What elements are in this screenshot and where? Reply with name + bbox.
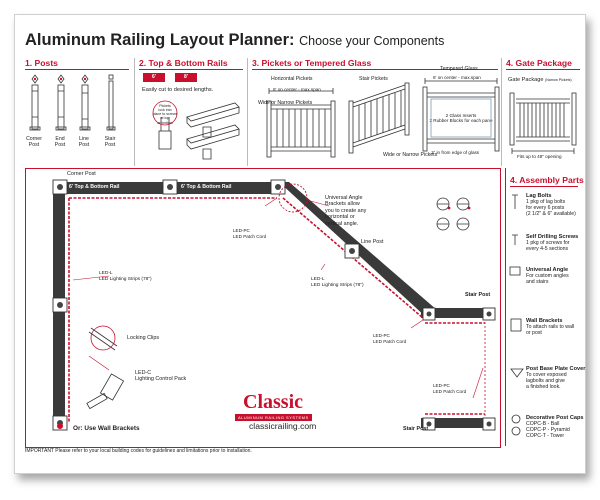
divider bbox=[247, 58, 248, 166]
led-pc-2-label: LED-PC LED Patch Cord bbox=[373, 333, 407, 344]
pickets-wide-narrow-2: Wide or Narrow Pickets bbox=[383, 152, 438, 158]
lag-bolts-title: Lag Bolts bbox=[526, 193, 552, 199]
footer-note: IMPORTANT Please refer to your local bui… bbox=[25, 448, 252, 454]
stair-post-bottom-label: Stair Post bbox=[403, 426, 429, 432]
assembly-icons bbox=[509, 194, 524, 436]
led-pc-1-label: LED-PC LED Patch Cord bbox=[233, 228, 267, 239]
post-caps-title: Decorative Post Caps bbox=[526, 415, 584, 421]
universal-angle-desc: For custom angles and stairs bbox=[526, 273, 569, 285]
section-assembly: 4. Assembly Parts bbox=[510, 175, 584, 185]
layout-frame bbox=[25, 168, 501, 448]
line-post-left-label: Line Post bbox=[47, 293, 53, 317]
gate-package-note: (Narrow Pickets) bbox=[545, 78, 572, 82]
rule-assembly bbox=[510, 186, 578, 187]
rail-left-1-label: 8' Top & Bottom Rail bbox=[47, 214, 53, 265]
line-post-diag-label: Line Post bbox=[361, 239, 384, 245]
post-stair-label: Stair Post bbox=[104, 136, 116, 148]
locking-clips-label: Locking Clips bbox=[127, 335, 160, 341]
page-title: Aluminum Railing Layout Planner: Choose … bbox=[25, 31, 444, 50]
gate-illustration bbox=[509, 92, 577, 154]
pickets-stair-label: Stair Pickets bbox=[359, 76, 388, 82]
universal-angle-title: Universal Angle bbox=[526, 267, 569, 273]
led-pc-3-label: LED-PC LED Patch Cord bbox=[433, 383, 467, 394]
section-rails: 2. Top & Bottom Rails bbox=[139, 58, 228, 68]
lag-bolt-icon bbox=[512, 194, 518, 209]
rule-posts bbox=[25, 69, 129, 70]
post-end-label: End Post bbox=[54, 136, 66, 148]
led-l-2-label: LED-L LED Lighting Strips (78") bbox=[311, 277, 364, 288]
rail-8ft-badge: 8' bbox=[175, 73, 197, 82]
gate-package-label: Gate Package (Narrow Pickets) bbox=[508, 77, 572, 83]
website-link: classicrailing.com bbox=[249, 421, 317, 431]
brand-tag: ALUMINUM RAILING SYSTEMS bbox=[235, 414, 312, 421]
pickets-illustration bbox=[266, 78, 500, 158]
gate-package-title: Gate Package bbox=[508, 77, 544, 83]
rail-left-2-label: 8' Top & Bottom Rail bbox=[47, 336, 53, 387]
title-main: Aluminum Railing Layout Planner: bbox=[25, 31, 295, 49]
rail-6ft-badge: 6' bbox=[143, 73, 165, 82]
pickets-wide-narrow-1: Wide or Narrow Pickets bbox=[258, 100, 313, 106]
post-corner-label: Corner Post bbox=[26, 136, 42, 148]
planner-sheet: Aluminum Railing Layout Planner: Choose … bbox=[14, 14, 586, 474]
end-post-label: End Post bbox=[47, 408, 53, 431]
base-plate-desc: To cover exposed lagbolts and give a fin… bbox=[526, 372, 567, 390]
rail-picket-note: Pickets lock into place to screws at top… bbox=[152, 104, 178, 125]
wall-brackets-desc: To attach rails to wall or post bbox=[526, 324, 575, 336]
rule-pickets bbox=[252, 69, 498, 70]
rule-rails bbox=[139, 69, 243, 70]
section-posts: 1. Posts bbox=[25, 58, 58, 68]
title-subtitle: Choose your Components bbox=[299, 34, 445, 48]
gate-opening-note: Fits up to 48" opening bbox=[517, 154, 562, 159]
led-l-1-label: LED-L LED Lighting Strips (78") bbox=[99, 271, 152, 282]
rails-illustration bbox=[152, 100, 240, 160]
rail-cut-note: Easily cut to desired lengths. bbox=[142, 87, 214, 93]
layout-diagram bbox=[52, 179, 496, 431]
wall-brackets-title: Wall Brackets bbox=[526, 318, 563, 324]
screws-title: Self Drilling Screws bbox=[526, 234, 579, 240]
glass-span: 6' on center - max.span bbox=[433, 75, 481, 80]
glass-edge-note: 1" in from edge of glass bbox=[431, 150, 480, 155]
stair-post-top-label: Stair Post bbox=[465, 292, 491, 298]
divider bbox=[501, 58, 502, 166]
glass-label: Tempered Glass bbox=[440, 66, 478, 72]
wall-brackets-label: Or: Use Wall Brackets bbox=[73, 425, 140, 432]
base-plate-title: Post Base Plate Cover bbox=[526, 366, 586, 372]
corner-post-label: Corner Post bbox=[67, 171, 96, 177]
post-line-label: Line Post bbox=[78, 136, 90, 148]
rail-top-2-label: 6' Top & Bottom Rail bbox=[181, 184, 232, 190]
brand-logo: Classic bbox=[243, 391, 303, 413]
posts-illustration bbox=[29, 74, 116, 131]
section-gate: 4. Gate Package bbox=[506, 58, 572, 68]
universal-angle-note: Universal Angle Brackets allow you to cr… bbox=[325, 195, 367, 227]
pickets-horizontal-label: Horizontal Pickets bbox=[271, 76, 313, 82]
rule-gate bbox=[506, 69, 580, 70]
pickets-on-center: 6' on center - max.span bbox=[273, 87, 321, 92]
lag-bolts-desc: 1 pkg of lag bolts for every 6 posts (2 … bbox=[526, 199, 576, 217]
section-pickets: 3. Pickets or Tempered Glass bbox=[252, 58, 372, 68]
divider bbox=[134, 58, 135, 166]
post-caps-desc: COPC-B - Ball COPC-P - Pyramid COPC-T - … bbox=[526, 421, 570, 439]
screws-desc: 1 pkg of screws for every 4-5 sections bbox=[526, 240, 570, 252]
assembly-divider bbox=[505, 168, 506, 446]
led-c-label: LED-C Lighting Control Pack bbox=[135, 370, 187, 383]
rail-top-1-label: 6' Top & Bottom Rail bbox=[69, 184, 120, 190]
